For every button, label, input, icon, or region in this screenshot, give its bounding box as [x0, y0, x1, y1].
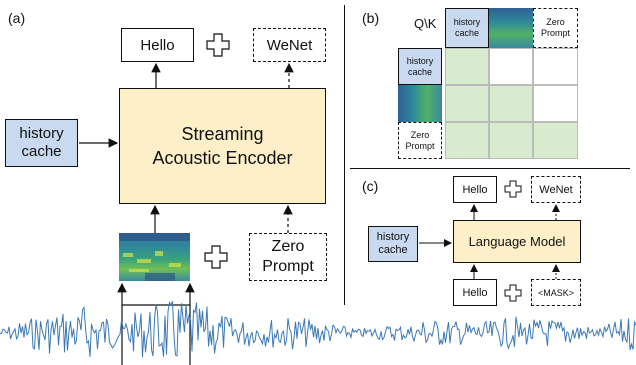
mask-cell	[489, 122, 533, 159]
mask-cell	[533, 122, 578, 159]
horizontal-divider	[350, 168, 630, 169]
streaming-acoustic-encoder: Streaming Acoustic Encoder	[119, 88, 326, 204]
language-model-box: Language Model	[453, 220, 581, 263]
input-text-box: Hello	[453, 279, 497, 306]
column-zero-prompt: Zero Prompt	[533, 8, 578, 48]
plus-icon	[203, 244, 229, 270]
zero-prompt-box: Zero Prompt	[249, 233, 327, 281]
spectrogram-image	[119, 233, 190, 281]
mask-cell	[533, 48, 578, 85]
row-zero-prompt: Zero Prompt	[398, 122, 442, 159]
mask-cell	[489, 85, 533, 122]
column-spectrogram	[489, 8, 533, 48]
output-text-box: Hello	[453, 176, 497, 203]
qk-label: Q\K	[414, 16, 437, 31]
mask-cell	[489, 48, 533, 85]
mask-token-box: <MASK>	[531, 279, 581, 306]
mask-cell	[445, 122, 489, 159]
row-history-cache: history cache	[398, 48, 442, 85]
wenet-tag-box: WeNet	[253, 28, 326, 62]
waveform-path	[0, 300, 636, 358]
panel-c-label: (c)	[362, 178, 379, 194]
panel-b-label: (b)	[362, 10, 380, 26]
wenet-tag-box: WeNet	[531, 176, 581, 203]
history-cache-box: history cache	[5, 119, 78, 167]
plus-icon	[205, 32, 231, 58]
mask-cell	[533, 85, 578, 122]
plus-icon	[504, 284, 522, 302]
history-cache-box: history cache	[368, 226, 418, 262]
row-spectrogram	[398, 85, 442, 122]
mask-cell	[445, 48, 489, 85]
audio-waveform	[0, 300, 636, 358]
plus-icon	[504, 180, 522, 198]
output-text-box: Hello	[121, 28, 194, 62]
panel-a-label: (a)	[8, 10, 26, 26]
vertical-divider	[344, 5, 345, 305]
column-history-cache: history cache	[445, 8, 489, 48]
mask-cell	[445, 85, 489, 122]
